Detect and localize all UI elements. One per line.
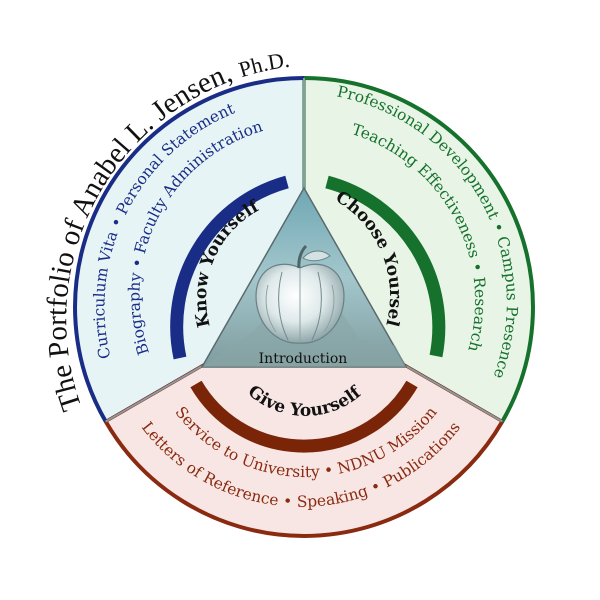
sector-divider-left	[105, 365, 203, 423]
choose-ring-arc	[303, 76, 535, 423]
introduction-image[interactable]: Introduction	[200, 186, 408, 368]
introduction-label[interactable]: Introduction	[259, 351, 348, 367]
know-ring-arc	[73, 76, 305, 423]
give-ring-arc	[103, 420, 505, 538]
sector-divider-right	[405, 365, 503, 423]
choose-yourself-arc	[325, 175, 446, 358]
know-yourself-arc	[170, 175, 289, 360]
give-yourself-arc	[190, 380, 418, 453]
crystal-apple-icon	[255, 244, 345, 344]
